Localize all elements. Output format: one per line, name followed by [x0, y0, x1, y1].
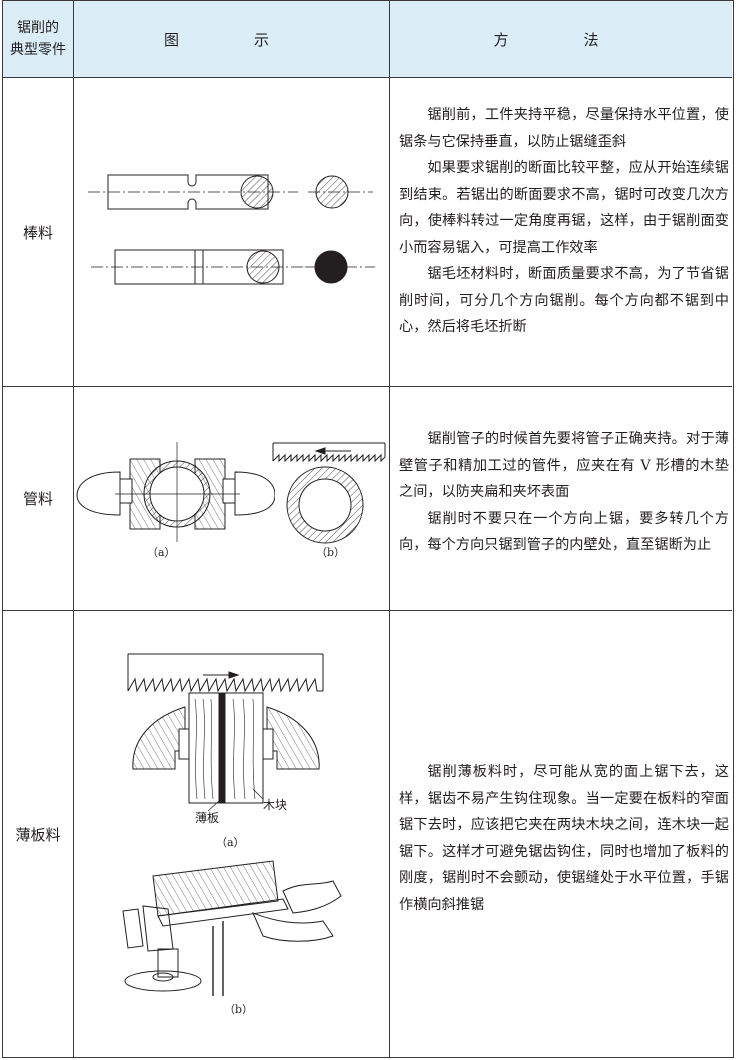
header-part-type-line1: 锯削的: [17, 20, 59, 36]
thin-plate-figure-b: [122, 860, 342, 996]
thin-plate-caption-b: （b）: [224, 1003, 254, 1016]
row-divider-2: [3, 610, 732, 611]
bar-method-paragraph-1: 锯削前，工件夹持平稳，尽量保持水平位置，使锯条与它保持垂直，以防止锯缝歪斜: [399, 107, 729, 150]
row-method-bar: 锯削前，工件夹持平稳，尽量保持水平位置，使锯条与它保持垂直，以防止锯缝歪斜 如果…: [399, 102, 729, 341]
row-label-bar: 棒料: [22, 223, 53, 242]
bar-stock-figure: [88, 174, 375, 285]
pipe-method-paragraph-2: 锯削时不要只在一个方向上锯，要多转几个方向，每个方向只锯到管子的内壁处，直至锯断…: [399, 510, 729, 554]
row-label-thin-plate: 薄板料: [15, 825, 61, 844]
bar-top: [88, 174, 373, 210]
pipe-figure-a: [76, 442, 275, 542]
row-method-thin-plate: 锯削薄板料时，尽可能从宽的面上锯下去，这样，锯齿不易产生钩住现象。当一定要在板料…: [399, 759, 729, 918]
pipe-method-paragraph-1: 锯削管子的时候首先要将管子正确夹持。对于薄壁管子和精加工过的管件，应夹在有 V …: [399, 431, 729, 500]
column-divider-1: [73, 1, 74, 1057]
pipe-caption-a: （a）: [147, 546, 176, 559]
thin-plate-caption-a: （a）: [216, 836, 245, 849]
bar-method-paragraph-3: 锯毛坯材料时，断面质量要求不高，为了节省锯削时间，可分几个方向锯削。每个方向都不…: [399, 266, 729, 335]
thin-plate-method-paragraph-1: 锯削薄板料时，尽可能从宽的面上锯下去，这样，锯齿不易产生钩住现象。当一定要在板料…: [399, 764, 729, 913]
table-header: [3, 1, 732, 78]
row-label-pipe: 管料: [22, 490, 53, 508]
row-method-pipe: 锯削管子的时候首先要将管子正确夹持。对于薄壁管子和精加工过的管件，应夹在有 V …: [399, 426, 729, 559]
bar-bottom: [91, 249, 375, 285]
header-part-type: 锯削的 典型零件: [3, 1, 73, 77]
wood-block-label: 木块: [263, 798, 288, 812]
thin-plate-figure-a: [127, 653, 324, 812]
header-part-type-line2: 典型零件: [10, 42, 66, 58]
header-illustration: 图 示: [163, 30, 299, 49]
bar-method-paragraph-2: 如果要求锯削的断面比较平整，应从开始连续锯到结束。若锯出的断面要求不高，锯时可改…: [399, 160, 729, 256]
header-method: 方 法: [493, 30, 629, 49]
row-divider-1: [3, 386, 732, 387]
thin-plate-label: 薄板: [195, 811, 220, 825]
pipe-figure-b: [272, 442, 386, 544]
column-divider-2: [389, 1, 390, 1057]
pipe-caption-b: （b）: [316, 546, 346, 559]
